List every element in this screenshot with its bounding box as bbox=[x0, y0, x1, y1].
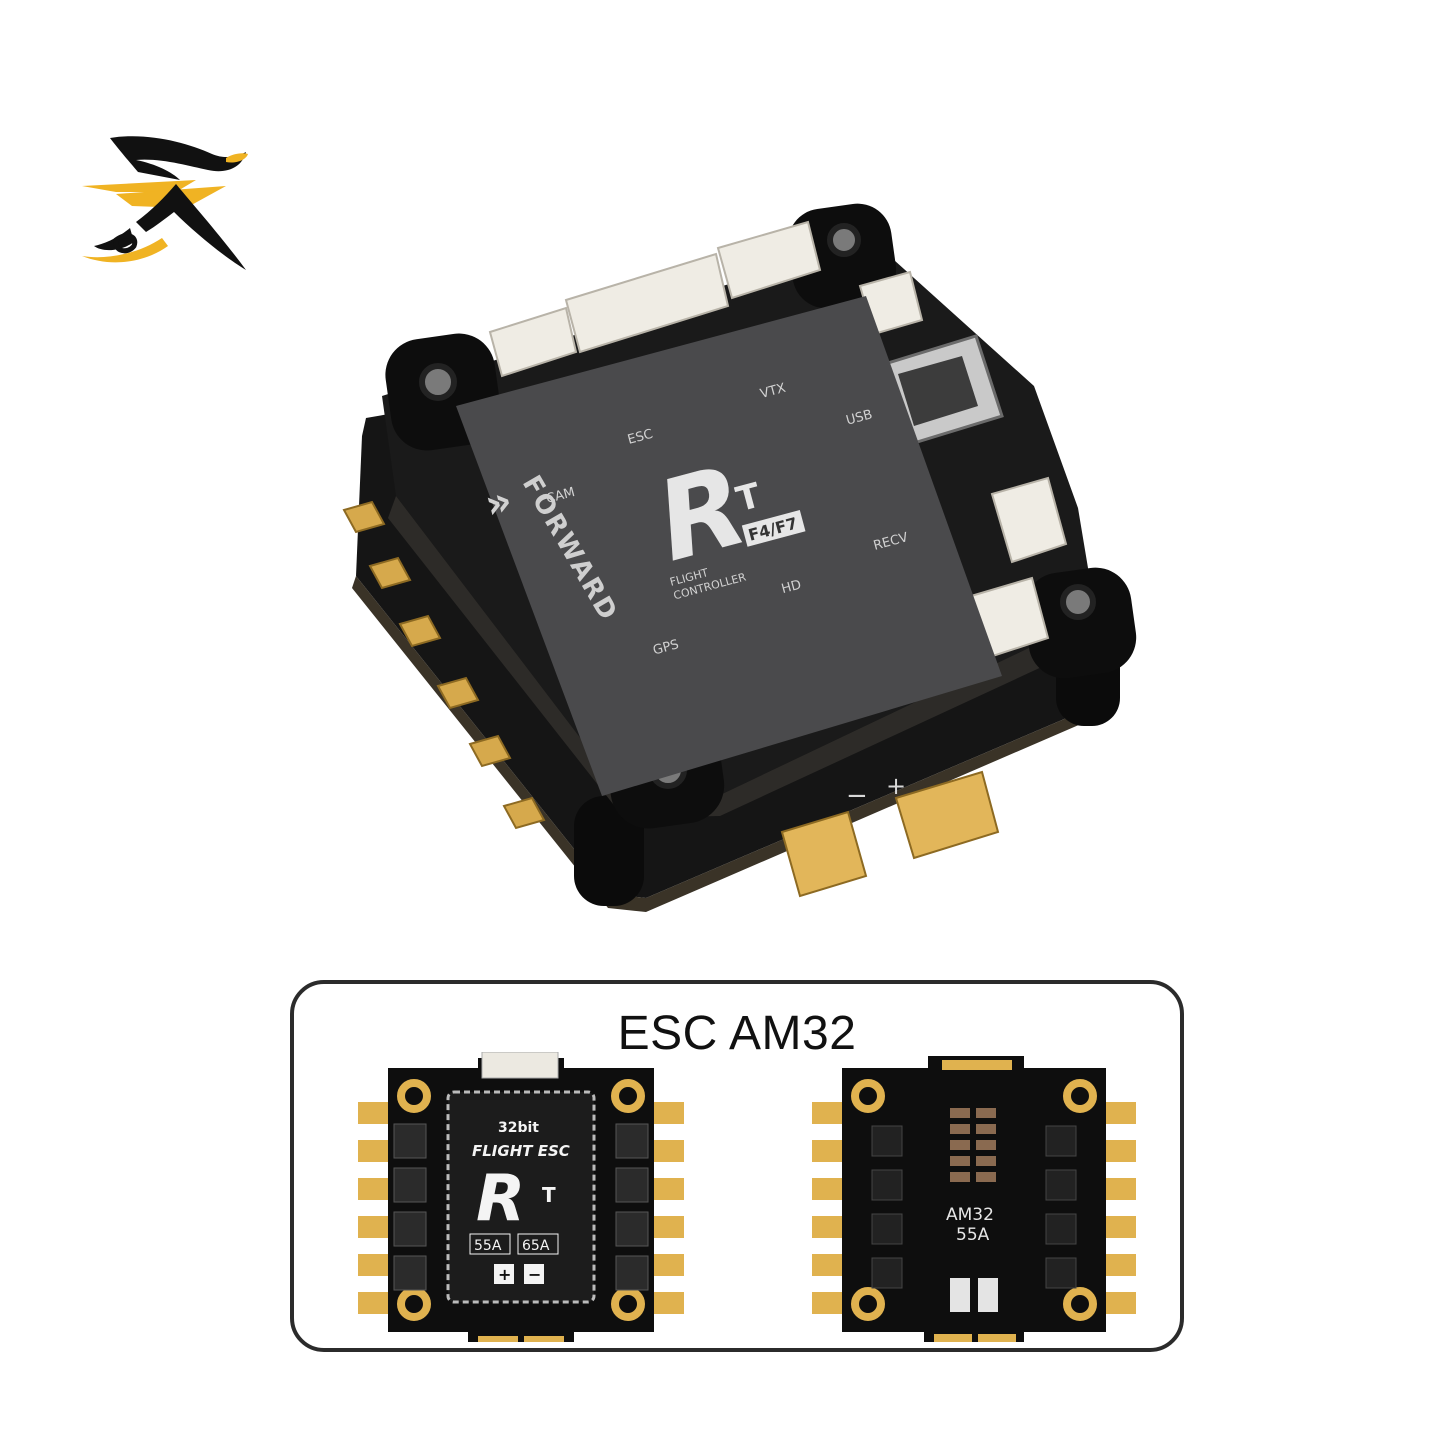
esc-rating-b: 65A bbox=[522, 1238, 550, 1254]
flight-stack-image: − + bbox=[342, 203, 1137, 912]
flight-controller-board: » CAM ESC VTX USB RECV HD GPS R T F4/F7 … bbox=[382, 203, 1137, 829]
port-label-gps: GPS bbox=[651, 637, 680, 658]
power-minus-label: − bbox=[846, 781, 868, 811]
esc-back-line2: 55A bbox=[956, 1225, 990, 1245]
cam-connector bbox=[488, 306, 578, 378]
mounting-grommet-tr bbox=[787, 203, 897, 309]
esc-back-line1: AM32 bbox=[946, 1205, 994, 1225]
esc-connector bbox=[564, 252, 730, 354]
esc-front-logo-r: R bbox=[476, 1162, 525, 1236]
esc-front-image: 32bit FLIGHT ESC R T 55A 65A + − bbox=[358, 1052, 684, 1342]
esc-front-plus: + bbox=[498, 1265, 511, 1284]
esc-front-minus: − bbox=[528, 1265, 541, 1284]
port-label-esc: ESC bbox=[626, 427, 655, 448]
esc-info-panel: ESC AM32 32bit FLIGHT ESC R T 55A 65A + … bbox=[290, 980, 1184, 1352]
port-label-cam: CAM bbox=[545, 485, 577, 507]
esc-front-logo-t: T bbox=[542, 1183, 556, 1207]
esc-panel-title: ESC AM32 bbox=[617, 1007, 857, 1060]
recv-connector bbox=[990, 476, 1068, 564]
port-label-usb: USB bbox=[845, 407, 875, 428]
brand-logo-icon bbox=[82, 136, 248, 270]
esc-rating-a: 55A bbox=[474, 1238, 502, 1254]
fc-sticker bbox=[456, 296, 1002, 796]
esc-front-top-line: 32bit bbox=[498, 1120, 539, 1136]
power-plus-label: + bbox=[886, 772, 906, 800]
vtx-connector bbox=[716, 220, 822, 300]
port-label-vtx: VTX bbox=[759, 381, 788, 402]
esc-front-name: FLIGHT ESC bbox=[472, 1142, 570, 1160]
esc-back-image: AM32 55A bbox=[812, 1056, 1136, 1342]
mounting-grommet-br bbox=[1023, 567, 1137, 679]
port-label-hd: HD bbox=[780, 578, 803, 598]
